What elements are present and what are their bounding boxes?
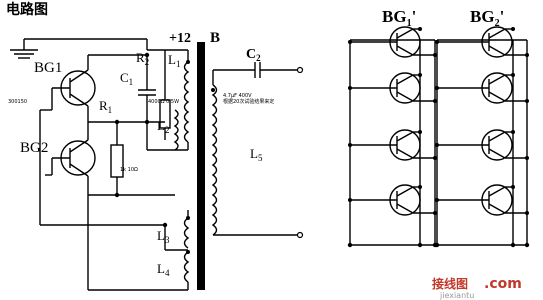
l4-coil (183, 251, 190, 283)
group2-label: BG2' (470, 7, 504, 29)
l3-label: L3 (157, 228, 170, 245)
watermark-com: .com (484, 276, 522, 292)
l1-coil (183, 61, 190, 143)
bg2-label: BG2 (20, 140, 48, 156)
l2-coil (173, 109, 179, 151)
l4-label: L4 (157, 261, 170, 278)
parallel-transistor-groups (349, 26, 528, 246)
l5-label: L5 (250, 146, 263, 163)
l1-label: L1 (168, 52, 180, 69)
l3-coil (183, 217, 190, 249)
watermark-domain: jiexiantu (439, 291, 474, 300)
diagram-title: 电路图 (6, 1, 48, 18)
c1-value-note: 300150 (8, 99, 27, 105)
l5-coil (211, 84, 218, 236)
l2-value-note: 4000Ω 0.5W (148, 99, 179, 105)
watermark-cn: 接线图 (432, 276, 468, 291)
r1-value-note: 1k 10Ω (120, 167, 138, 173)
transformer-label: B (210, 30, 220, 46)
r1-label: R1 (99, 98, 112, 115)
output-terminal-bottom (296, 231, 304, 239)
transformer-core (197, 42, 205, 290)
r2-label: R2 (136, 50, 149, 67)
supply-label: +12 (169, 31, 191, 46)
bg1-label: BG1 (34, 60, 62, 76)
c1-label: C1 (120, 70, 133, 87)
c2-note: 根据20次试验结果来定 (223, 98, 274, 105)
c2-label: C2 (246, 47, 261, 63)
c2-value-note: 4.7μF 400V (223, 93, 252, 99)
output-terminal-top (296, 66, 304, 74)
l2-label: L2 (157, 118, 169, 135)
group1-label: BG1' (382, 7, 416, 29)
